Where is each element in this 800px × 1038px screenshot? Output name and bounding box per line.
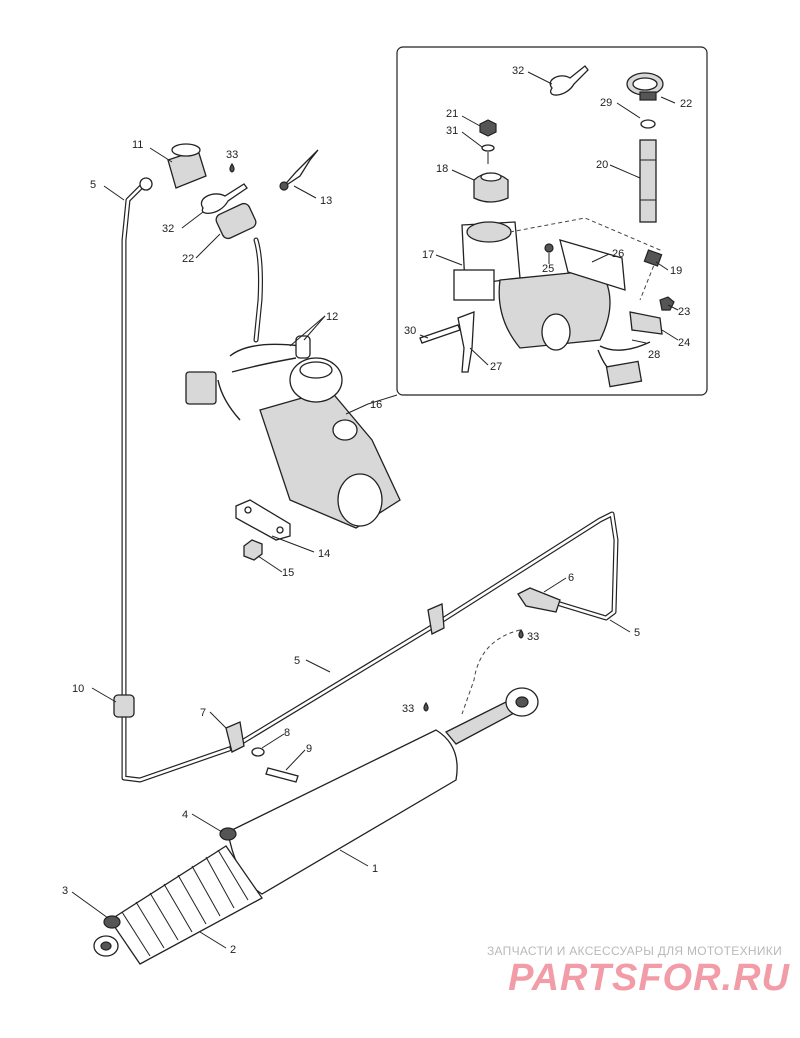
callout-22-main: 22 — [182, 253, 194, 265]
lower-clamp-part — [103, 915, 121, 929]
callout-17: 17 — [422, 249, 434, 261]
nut-part — [479, 119, 497, 137]
bellows-boot-part — [109, 845, 263, 965]
callout-30: 30 — [404, 325, 416, 337]
watermark-logo: PARTSFOR.RU — [508, 957, 790, 999]
callout-33-top: 33 — [226, 149, 238, 161]
clip-part — [225, 721, 245, 753]
callout-16: 16 — [370, 399, 382, 411]
callout-32-inset: 32 — [512, 65, 524, 77]
callout-12: 12 — [326, 311, 338, 323]
callout-1: 1 — [372, 863, 378, 875]
sensor-part — [629, 311, 663, 335]
connector-part — [605, 360, 643, 388]
callout-18: 18 — [436, 163, 448, 175]
mounting-plate-part — [235, 499, 291, 541]
watermark-subtitle: ЗАПЧАСТИ И АКСЕССУАРЫ ДЛЯ МОТОТЕХНИКИ — [486, 944, 782, 958]
callout-11: 11 — [132, 139, 143, 151]
callout-26: 26 — [612, 248, 624, 260]
callout-33-mid: 33 — [527, 631, 539, 643]
callout-21: 21 — [446, 108, 458, 120]
callout-5-right: 5 — [634, 627, 640, 639]
washer-part — [481, 144, 495, 152]
callout-33-low: 33 — [402, 703, 414, 715]
tie-wrap-left-part — [200, 183, 248, 214]
bolt-part — [544, 243, 554, 253]
callout-5-top: 5 — [90, 179, 96, 191]
callout-15: 15 — [282, 567, 294, 579]
grommet-part — [113, 694, 135, 718]
callout-22-inset: 22 — [680, 98, 692, 110]
fitting-main-part — [517, 587, 561, 613]
shock-rod-part — [444, 699, 517, 745]
nut-main-part — [243, 539, 263, 561]
callout-25: 25 — [542, 263, 554, 275]
callout-28: 28 — [648, 349, 660, 361]
callout-14: 14 — [318, 548, 330, 560]
washer-main-part — [251, 747, 265, 757]
callout-13: 13 — [320, 195, 332, 207]
callout-5-mid: 5 — [294, 655, 300, 667]
callout-19: 19 — [670, 265, 682, 277]
callout-8: 8 — [284, 727, 290, 739]
callout-6: 6 — [568, 572, 574, 584]
callout-31: 31 — [446, 125, 458, 137]
callout-7: 7 — [200, 707, 206, 719]
tie-wrap-part — [549, 65, 589, 96]
callout-4: 4 — [182, 809, 188, 821]
harness-connector-part — [185, 371, 217, 405]
fitting-part — [643, 249, 663, 267]
callout-29: 29 — [600, 97, 612, 109]
sealant-drop-icon — [423, 701, 429, 712]
callout-2: 2 — [230, 944, 236, 956]
callout-9: 9 — [306, 743, 312, 755]
boot-clamp-part — [219, 827, 237, 841]
callout-24: 24 — [678, 337, 690, 349]
strap-part — [457, 311, 475, 373]
screw-main-part — [265, 767, 299, 783]
inset-frame — [396, 46, 708, 396]
callout-10: 10 — [72, 683, 84, 695]
valve-part — [281, 149, 319, 189]
callout-32-main: 32 — [162, 223, 174, 235]
callout-3: 3 — [62, 885, 68, 897]
clamp-left-part — [215, 202, 257, 240]
sealant-drop-icon — [518, 628, 524, 639]
callout-20: 20 — [596, 159, 608, 171]
o-ring-part — [640, 119, 656, 129]
callout-23: 23 — [678, 306, 690, 318]
bracket-part — [559, 239, 626, 291]
callout-27: 27 — [490, 361, 502, 373]
screw-part — [419, 324, 461, 344]
shaft-part — [639, 139, 657, 223]
sealant-drop-icon — [229, 162, 235, 173]
